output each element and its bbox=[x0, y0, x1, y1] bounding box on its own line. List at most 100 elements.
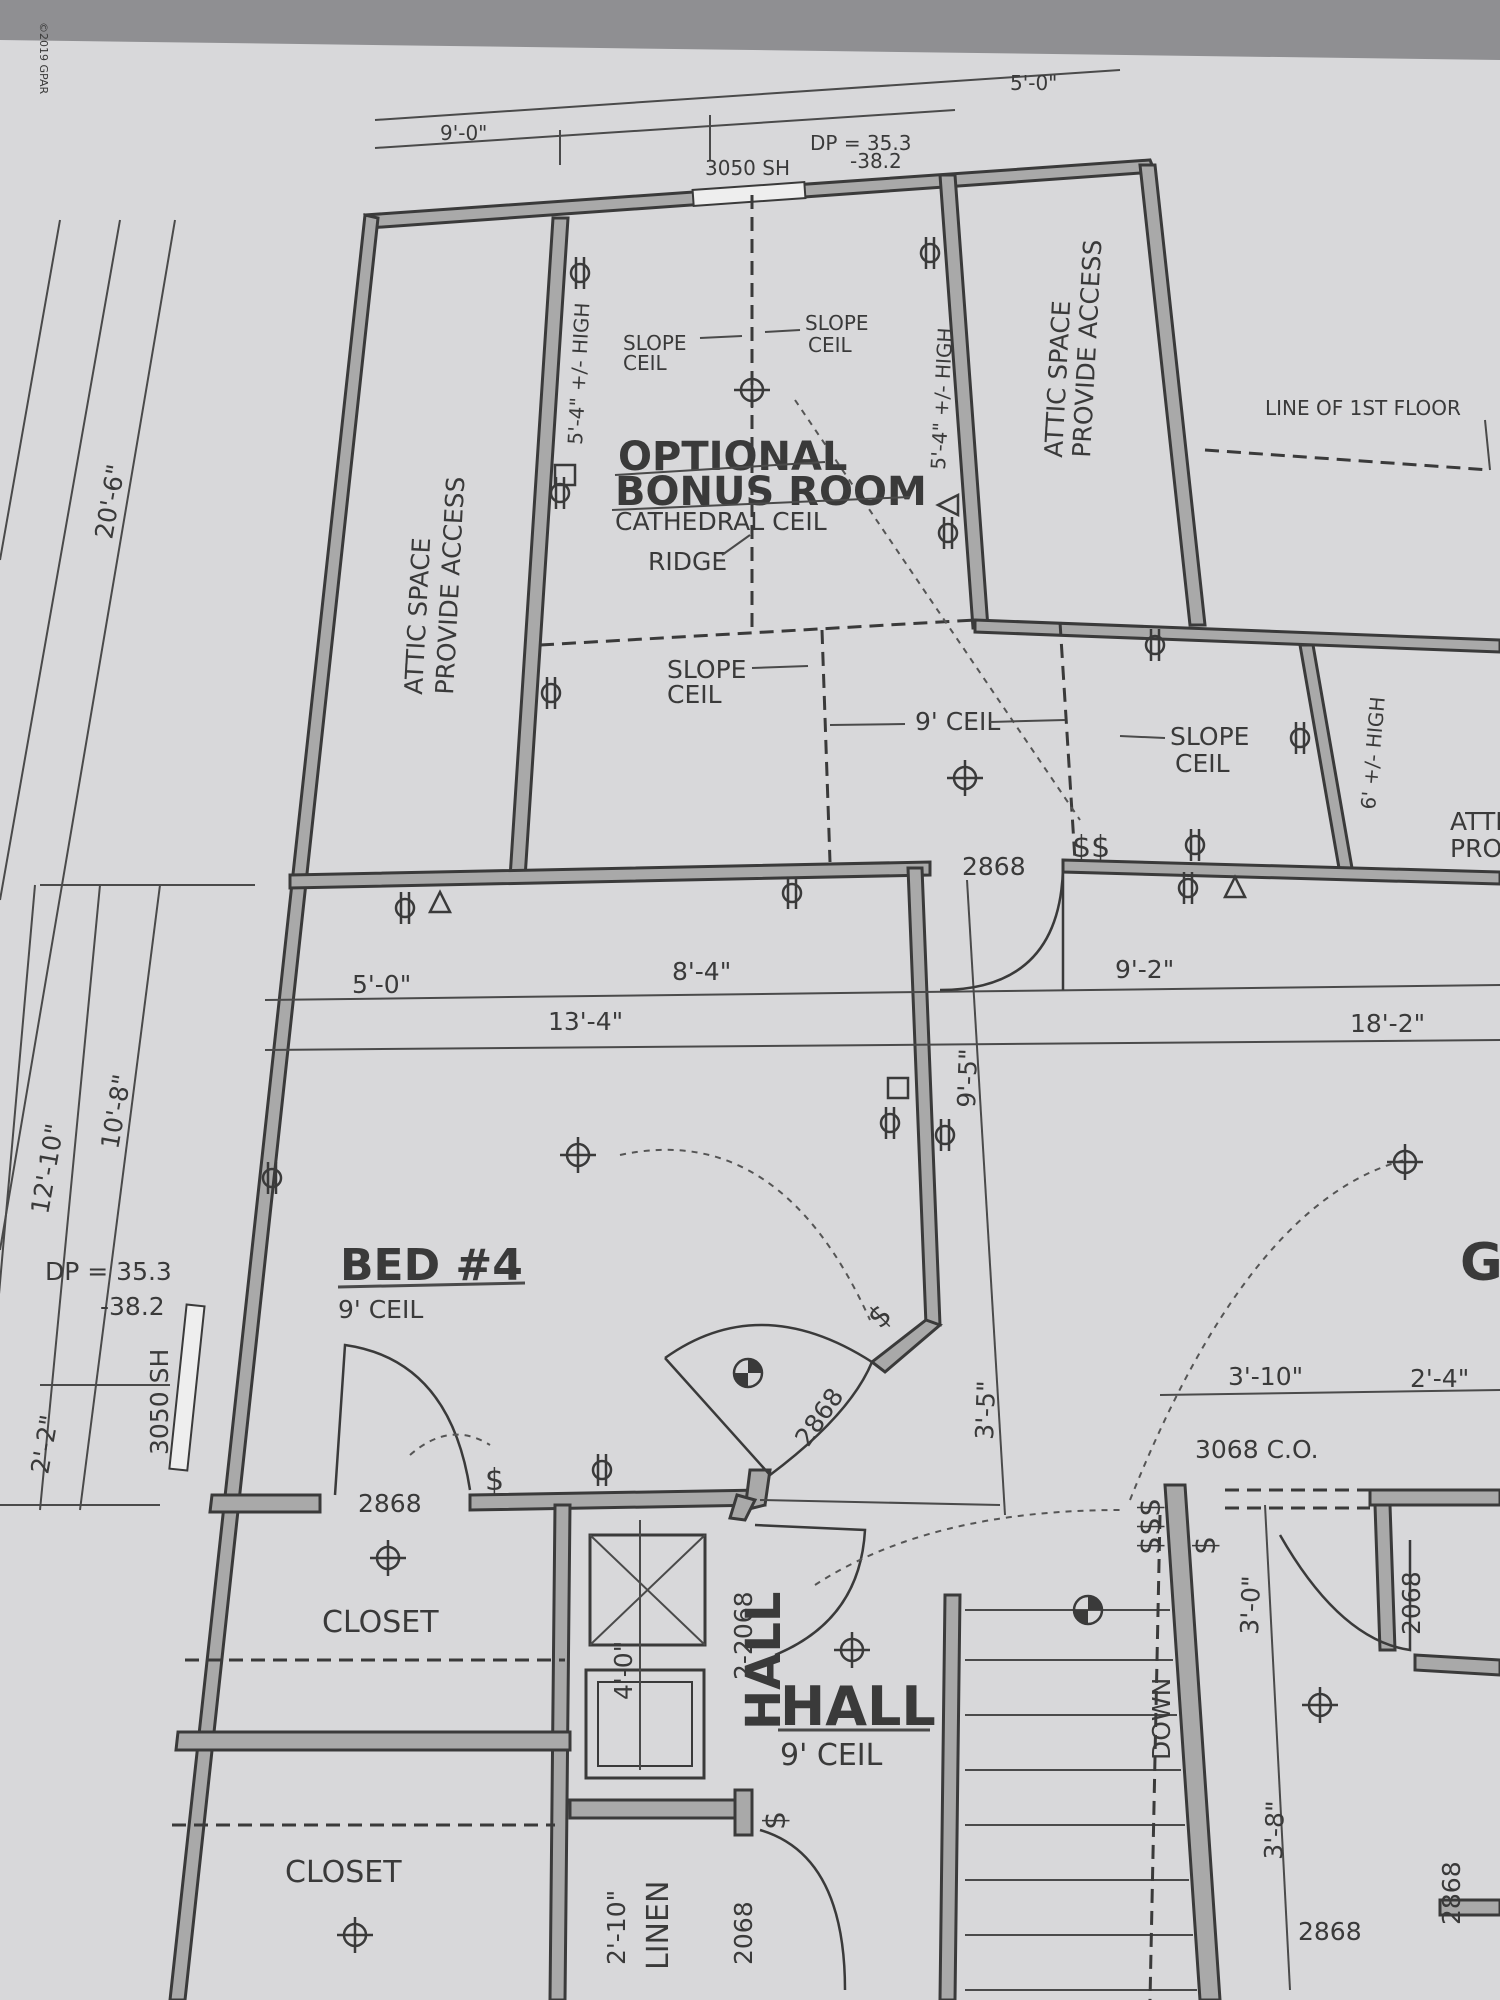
hall-ceiling: 9' CEIL bbox=[780, 1738, 883, 1773]
light-fixture-icon bbox=[1387, 1144, 1423, 1180]
top-dim-5-0: 5'-0" bbox=[1010, 71, 1057, 95]
hall-title: HALL bbox=[736, 1592, 792, 1731]
slope-label-2a: SLOPE bbox=[805, 311, 869, 335]
slope-ceil-2b: CEIL bbox=[808, 333, 853, 357]
slope-label-1a: SLOPE bbox=[623, 331, 687, 355]
dim-3-0: 3'-0" bbox=[1235, 1575, 1266, 1635]
dim-9-5: 9'-5" bbox=[952, 1048, 983, 1108]
phone-jack-icon bbox=[935, 492, 960, 518]
slope-ceil-3b: CEIL bbox=[667, 680, 722, 709]
outlet-icon bbox=[934, 1119, 956, 1151]
slope-label-3a: SLOPE bbox=[667, 655, 746, 684]
light-fixture-icon bbox=[370, 1540, 406, 1576]
closet-1-label: CLOSET bbox=[322, 1605, 439, 1640]
dim-18-2: 18'-2" bbox=[1350, 1009, 1425, 1038]
light-fixture-icon bbox=[947, 760, 983, 796]
dp-label-top-2: -38.2 bbox=[850, 149, 902, 173]
slope-ceil-4b: CEIL bbox=[1175, 749, 1230, 778]
light-fixture-icon bbox=[1302, 1687, 1338, 1723]
windows bbox=[168, 181, 807, 1472]
svg-text:$: $ bbox=[1188, 1536, 1223, 1555]
smoke-detector-icon bbox=[1072, 1594, 1104, 1626]
closet-2-label: CLOSET bbox=[285, 1855, 402, 1890]
svg-text:$: $ bbox=[758, 1811, 793, 1830]
switch-icon: $ bbox=[485, 1463, 504, 1498]
switch-icon: $ bbox=[758, 1811, 793, 1830]
bonus-room-ceiling: CATHEDRAL CEIL bbox=[615, 507, 827, 536]
dim-2-4: 2'-4" bbox=[1410, 1364, 1469, 1393]
ceiling-lines bbox=[172, 195, 1491, 1827]
dim-3-10: 3'-10" bbox=[1228, 1362, 1303, 1391]
light-fixture-icon bbox=[734, 372, 770, 408]
dim-2-10: 2'-10" bbox=[602, 1890, 631, 1965]
light-fixture-icon bbox=[560, 1137, 596, 1173]
attic-partial-line-1: ATTI bbox=[1450, 807, 1500, 836]
paper-top-shadow bbox=[0, 0, 1500, 60]
dim-8-4: 8'-4" bbox=[672, 957, 731, 986]
door-code-2868-e: 2868 bbox=[1298, 1917, 1362, 1946]
switch-icon: $$ bbox=[1072, 830, 1110, 865]
bed4-ceiling: 9' CEIL bbox=[338, 1295, 423, 1324]
outlet-icon bbox=[1144, 629, 1166, 661]
light-fixture-icon bbox=[337, 1917, 373, 1953]
outlet-icon bbox=[261, 1162, 283, 1194]
outlet-icon bbox=[1184, 829, 1206, 861]
switch-icon: $ bbox=[1188, 1536, 1223, 1555]
chute-box bbox=[584, 1520, 707, 1780]
door-code-2868-d: 2868 bbox=[1437, 1861, 1466, 1925]
svg-text:$$: $$ bbox=[1072, 830, 1110, 865]
window-label-top: 3050 SH bbox=[705, 156, 790, 180]
outlet-icon bbox=[394, 892, 416, 924]
linen-label: LINEN bbox=[641, 1881, 676, 1970]
garage-partial-label: G bbox=[1460, 1233, 1500, 1293]
top-dim-9-0: 9'-0" bbox=[440, 121, 487, 145]
slope-ceil-1b: CEIL bbox=[623, 351, 668, 375]
outlet-icon bbox=[937, 517, 959, 549]
phone-jack-icon bbox=[427, 889, 453, 914]
door-code-2-2068: 2-2068 bbox=[729, 1591, 758, 1680]
ridge-label: RIDGE bbox=[648, 547, 727, 576]
dim-5-0: 5'-0" bbox=[352, 970, 411, 999]
slope-label-4a: SLOPE bbox=[1170, 722, 1249, 751]
dp-label-left-2: -38.2 bbox=[100, 1292, 165, 1321]
outlet-icon bbox=[569, 257, 591, 289]
dim-13-4: 13'-4" bbox=[548, 1007, 623, 1036]
tv-jack-icon bbox=[553, 463, 577, 487]
outlet-icon bbox=[1289, 722, 1311, 754]
door-code-2868-a: 2868 bbox=[962, 852, 1026, 881]
dp-label-top: DP = 35.3 bbox=[810, 131, 911, 155]
interior-dimension-lines bbox=[264, 879, 1500, 1991]
door-code-2068-b: 2068 bbox=[729, 1901, 758, 1965]
dim-4-0: 4'-0" bbox=[609, 1641, 638, 1700]
door-code-2068-a: 2068 bbox=[1397, 1571, 1426, 1635]
top-dimension-lines: 9'-0" 5'-0" 3050 SH DP = 35.3 -38.2 bbox=[374, 69, 1121, 180]
switch-icon: $$$ bbox=[1133, 1498, 1168, 1555]
stairs bbox=[965, 1514, 1197, 2000]
hall-ceiling-title: HALL bbox=[780, 1675, 936, 1738]
dim-3-5: 3'-5" bbox=[970, 1380, 1001, 1440]
outlet-icon bbox=[1177, 872, 1199, 904]
outlet-icon bbox=[540, 677, 562, 709]
line-of-first-floor: LINE OF 1ST FLOOR bbox=[1265, 396, 1461, 420]
stair-down-label: DOWN bbox=[1147, 1678, 1176, 1760]
outlet-icon bbox=[591, 1454, 613, 1486]
svg-text:$: $ bbox=[485, 1463, 504, 1498]
doors bbox=[333, 867, 1412, 1991]
smoke-detector-icon bbox=[732, 1357, 764, 1389]
copyright-mark: ©2019 GPAR bbox=[37, 22, 50, 94]
window-label-left: 3050 SH bbox=[145, 1349, 174, 1455]
dim-9-2: 9'-2" bbox=[1115, 955, 1174, 984]
attic-partial-line-2: PRO bbox=[1450, 834, 1500, 863]
svg-text:$$$: $$$ bbox=[1133, 1498, 1168, 1555]
phone-jack-icon bbox=[1222, 874, 1248, 899]
outlet-icon bbox=[919, 237, 941, 269]
nine-ceil-label: 9' CEIL bbox=[915, 707, 1000, 736]
cased-opening-label: 3068 C.O. bbox=[1195, 1435, 1319, 1464]
tv-jack-icon bbox=[886, 1076, 910, 1100]
outlet-icon bbox=[781, 877, 803, 909]
dim-3-8: 3'-8" bbox=[1259, 1800, 1290, 1860]
door-code-2868-c: 2868 bbox=[358, 1489, 422, 1518]
dp-label-left: DP = 35.3 bbox=[45, 1257, 172, 1286]
